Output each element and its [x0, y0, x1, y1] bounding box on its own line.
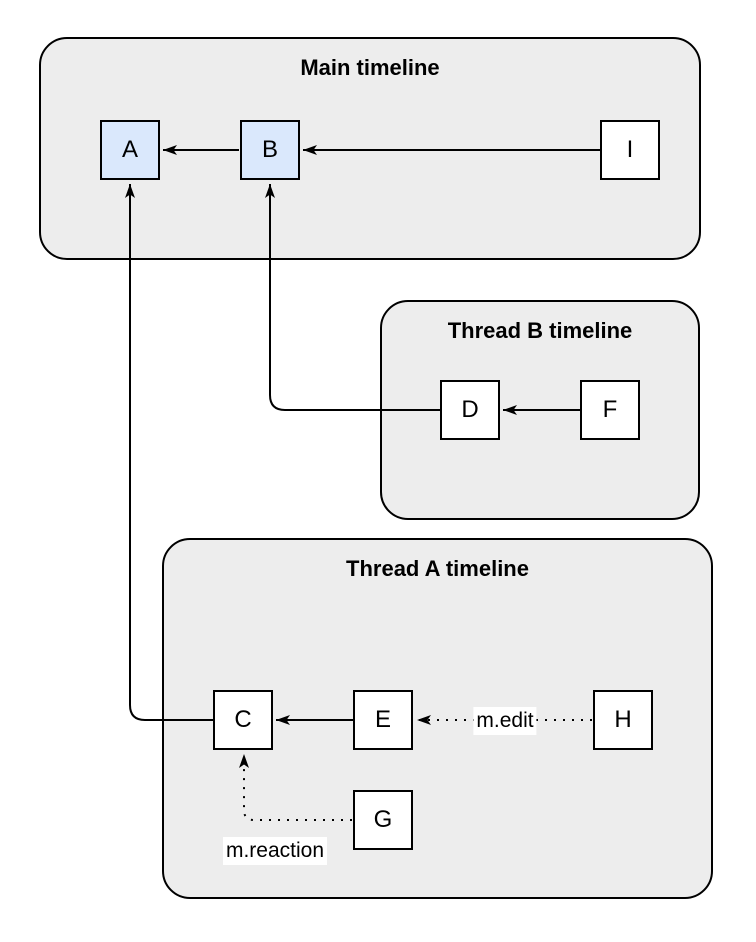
node-c: C	[213, 690, 273, 750]
node-d: D	[440, 380, 500, 440]
thread-a-timeline-title: Thread A timeline	[346, 556, 529, 581]
node-a: A	[100, 120, 160, 180]
node-i-label: I	[626, 136, 634, 163]
node-e: E	[353, 690, 413, 750]
node-e-label: E	[374, 706, 391, 733]
node-c-label: C	[234, 706, 252, 733]
container-thread-b-timeline: Thread B timeline	[380, 300, 700, 520]
node-f-label: F	[602, 396, 618, 423]
node-a-label: A	[121, 136, 138, 163]
thread-b-timeline-title: Thread B timeline	[447, 318, 633, 343]
node-i: I	[600, 120, 660, 180]
node-b-label: B	[261, 136, 278, 163]
node-h-label: H	[614, 706, 632, 733]
main-timeline-title: Main timeline	[300, 55, 440, 80]
node-d-label: D	[461, 396, 479, 423]
node-h: H	[593, 690, 653, 750]
edge-label-m-reaction: m.reaction	[222, 837, 328, 865]
node-g: G	[353, 790, 413, 850]
edge-label-m-edit: m.edit	[473, 707, 537, 735]
node-b: B	[240, 120, 300, 180]
node-g-label: G	[373, 806, 393, 833]
node-f: F	[580, 380, 640, 440]
